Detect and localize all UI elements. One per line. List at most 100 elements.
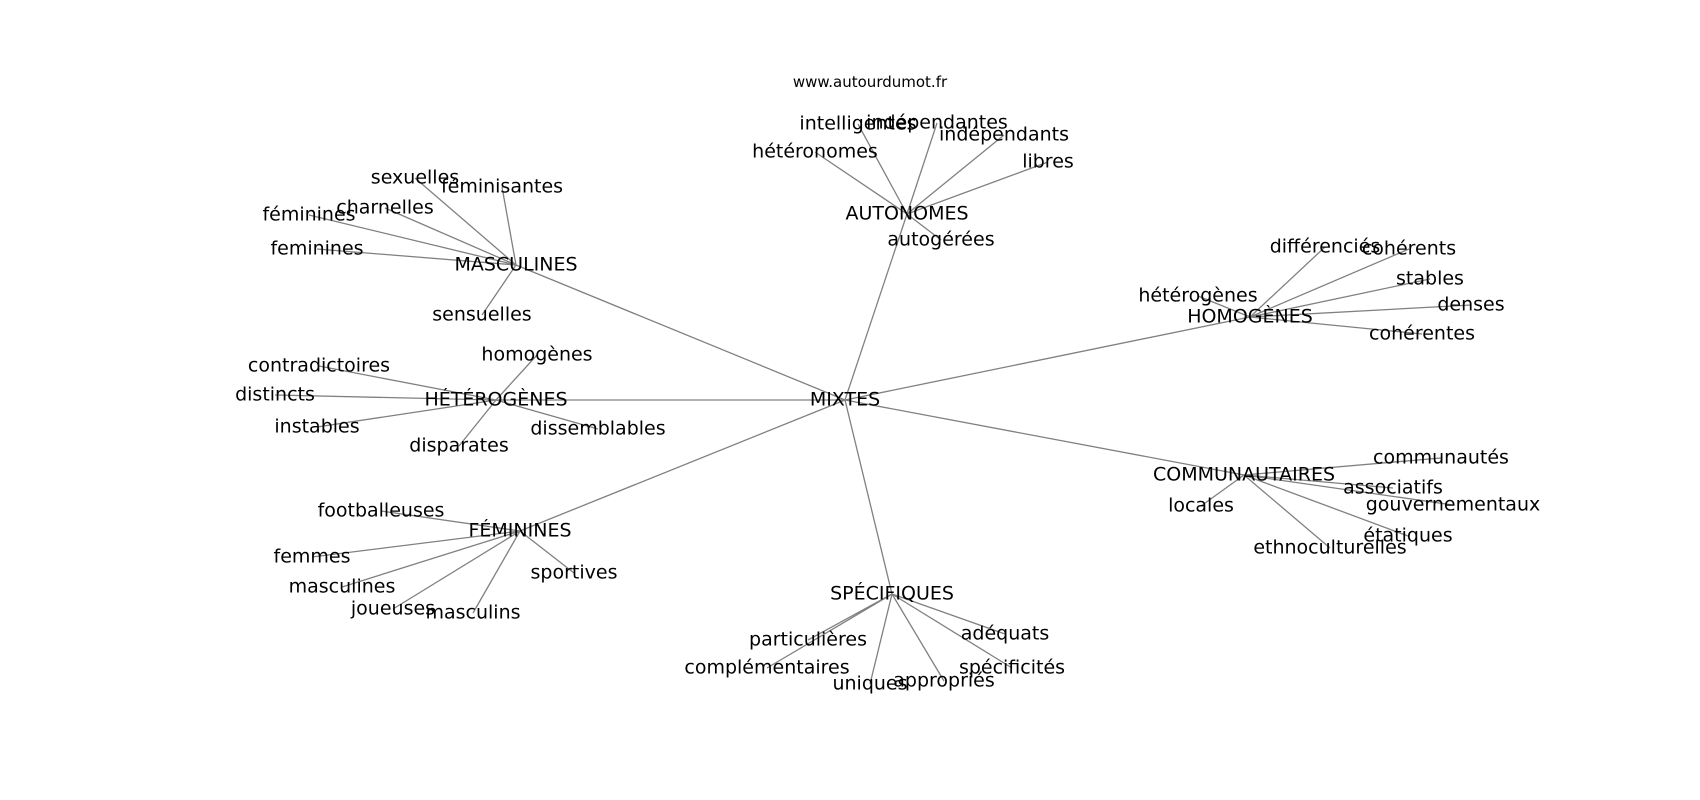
edge-hub-to-leaf xyxy=(766,593,893,669)
leaf-node-label: sensuelles xyxy=(432,304,531,326)
leaf-node-label: communautés xyxy=(1373,447,1509,469)
leaf-node-label: hétéronomes xyxy=(752,141,878,163)
leaf-node-label: particulières xyxy=(749,629,867,651)
leaf-node-label: indépendants xyxy=(939,124,1069,146)
leaf-node-label: uniques xyxy=(832,673,907,695)
hub-node-label: COMMUNAUTAIRES xyxy=(1153,464,1335,486)
edge-hub-to-leaf xyxy=(308,214,517,266)
edge-hub-to-leaf xyxy=(495,354,538,401)
leaf-node-label: masculines xyxy=(289,576,396,598)
center-node-label: MIXTES xyxy=(810,389,880,411)
edge-hub-to-leaf xyxy=(458,399,497,447)
edge-hub-to-leaf xyxy=(906,122,938,215)
edge-hub-to-leaf xyxy=(869,593,893,685)
edge-hub-to-leaf xyxy=(891,593,1013,669)
edge-center-to-hub xyxy=(515,264,846,401)
edge-center-to-hub xyxy=(844,399,1245,476)
leaf-node-label: joueuses xyxy=(350,598,435,620)
hub-node-label: HÉTÉROGÈNES xyxy=(424,388,567,411)
diagram-edges xyxy=(274,122,1472,685)
leaf-node-label: ethnoculturelles xyxy=(1253,537,1406,559)
edge-hub-to-leaf xyxy=(1249,248,1410,318)
edge-hub-to-leaf xyxy=(318,365,497,401)
leaf-node-label: féminines xyxy=(262,204,355,226)
leaf-node-label: autogérées xyxy=(887,229,994,251)
edge-hub-to-leaf xyxy=(891,593,945,682)
edge-hub-to-leaf xyxy=(472,530,521,614)
leaf-node-label: sportives xyxy=(531,562,618,584)
edge-hub-to-leaf xyxy=(906,161,1049,215)
leaf-node-label: instables xyxy=(274,416,359,438)
edge-hub-to-leaf xyxy=(316,248,517,266)
edge-hub-to-leaf xyxy=(495,399,599,430)
leaf-node-label: masculins xyxy=(425,602,520,624)
edge-hub-to-leaf xyxy=(384,207,517,266)
leaf-node-label: dissemblables xyxy=(530,418,665,440)
leaf-node-label: feminines xyxy=(270,238,363,260)
edge-hub-to-leaf xyxy=(274,394,497,401)
edge-hub-to-leaf xyxy=(1200,474,1245,507)
leaf-node-label: cohérents xyxy=(1362,238,1456,260)
edge-hub-to-leaf xyxy=(1243,474,1331,549)
leaf-node-label: intelligentes xyxy=(799,113,916,135)
hub-node-label: SPÉCIFIQUES xyxy=(830,582,954,605)
edge-hub-to-leaf xyxy=(1243,474,1454,506)
edge-hub-to-leaf xyxy=(1249,316,1423,335)
leaf-node-label: étatiques xyxy=(1363,525,1452,547)
edge-hub-to-leaf xyxy=(857,123,908,215)
edge-hub-to-leaf xyxy=(1243,457,1442,476)
leaf-node-label: disparates xyxy=(409,435,508,457)
edge-hub-to-leaf xyxy=(1197,295,1251,318)
leaf-node-label: indépendantes xyxy=(866,112,1008,134)
leaf-node-label: associatifs xyxy=(1343,477,1443,499)
leaf-node-label: féminisantes xyxy=(441,176,563,198)
edge-hub-to-leaf xyxy=(906,213,942,241)
edge-hub-to-leaf xyxy=(1249,246,1326,318)
edge-hub-to-leaf xyxy=(341,530,521,588)
edge-hub-to-leaf xyxy=(1249,304,1472,318)
hub-node-label: MASCULINES xyxy=(454,254,577,276)
edge-hub-to-leaf xyxy=(1243,474,1409,537)
leaf-node-label: charnelles xyxy=(336,197,434,219)
leaf-node-label: libres xyxy=(1022,151,1074,173)
leaf-node-label: distincts xyxy=(235,384,315,406)
leaf-node-label: cohérentes xyxy=(1369,323,1475,345)
leaf-node-label: gouvernementaux xyxy=(1366,494,1541,516)
hub-node-label: FÉMININES xyxy=(468,519,571,542)
leaf-node-label: footballeuses xyxy=(318,500,445,522)
leaf-node-label: spécificités xyxy=(959,657,1065,679)
edge-hub-to-leaf xyxy=(414,177,517,266)
leaf-node-label: stables xyxy=(1396,268,1464,290)
edge-hub-to-leaf xyxy=(392,530,521,610)
leaf-node-label: denses xyxy=(1437,294,1504,316)
leaf-node-label: locales xyxy=(1168,495,1234,517)
leaf-node-label: appropriés xyxy=(893,670,995,692)
leaf-node-label: sexuelles xyxy=(371,167,459,189)
hub-node-label: HOMOGÈNES xyxy=(1187,305,1313,328)
edge-hub-to-leaf xyxy=(891,593,1006,635)
source-url: www.autourdumot.fr xyxy=(793,73,948,91)
leaf-node-label: homogènes xyxy=(481,344,592,366)
edge-center-to-hub xyxy=(519,399,846,532)
leaf-node-label: contradictoires xyxy=(248,355,390,377)
edge-hub-to-leaf xyxy=(519,530,575,574)
leaf-node-label: femmes xyxy=(274,546,351,568)
edge-hub-to-leaf xyxy=(311,530,521,558)
leaf-node-label: complémentaires xyxy=(684,657,849,679)
leaf-node-label: différenciés xyxy=(1270,236,1381,258)
leaf-node-label: hétérogènes xyxy=(1138,285,1257,307)
edge-hub-to-leaf xyxy=(1249,278,1431,318)
edge-hub-to-leaf xyxy=(814,151,908,215)
edge-center-to-hub xyxy=(844,213,908,401)
edge-hub-to-leaf xyxy=(906,134,1005,215)
edge-hub-to-leaf xyxy=(481,264,517,316)
edge-center-to-hub xyxy=(844,316,1251,401)
edge-hub-to-leaf xyxy=(1243,474,1394,489)
edge-center-to-hub xyxy=(844,399,893,595)
edge-hub-to-leaf xyxy=(316,399,497,428)
leaf-node-label: adéquats xyxy=(961,623,1050,645)
edge-hub-to-leaf xyxy=(501,186,517,266)
hub-node-label: AUTONOMES xyxy=(845,203,968,225)
